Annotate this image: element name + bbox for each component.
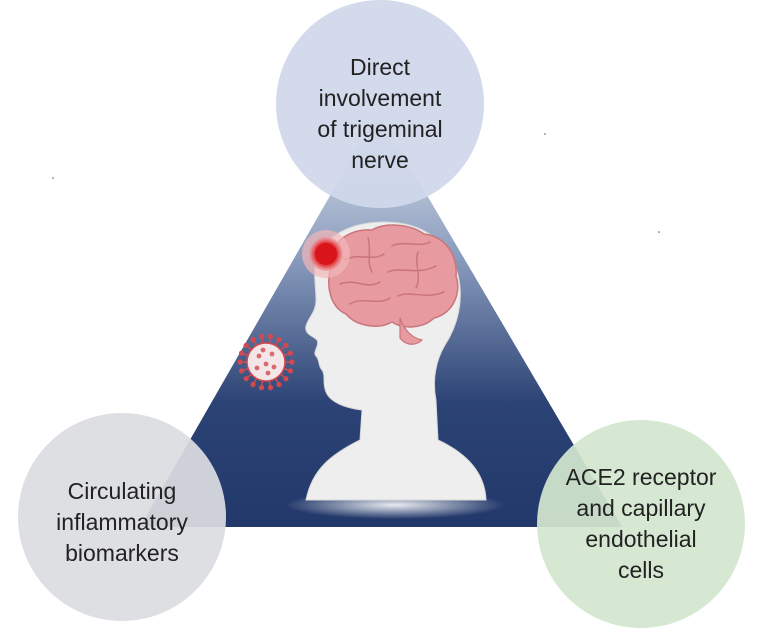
node-left-line-1: Circulating: [67, 478, 177, 504]
node-top-line-2: involvement: [318, 85, 442, 111]
pain-spot-icon: [302, 230, 350, 278]
node-left-line-3: biomarkers: [65, 540, 179, 566]
node-left-line-2: inflammatory: [56, 509, 188, 535]
node-right-line-1: ACE2 receptor: [565, 464, 717, 490]
node-circle-top: [276, 0, 484, 208]
node-label-right: ACE2 receptor and capillary endothelial …: [541, 462, 741, 586]
node-label-top: Direct involvement of trigeminal nerve: [280, 52, 480, 176]
node-label-left: Circulating inflammatory biomarkers: [22, 476, 222, 569]
brain-icon: [328, 224, 459, 345]
node-right-line-4: cells: [617, 557, 664, 583]
virus-icon: [237, 333, 295, 391]
node-right-line-2: and capillary: [576, 495, 706, 521]
node-top-line-1: Direct: [349, 54, 411, 80]
node-circle-left: [18, 413, 226, 621]
node-top-line-4: nerve: [351, 147, 409, 173]
node-circle-right: [537, 420, 745, 628]
node-right-line-3: endothelial: [585, 526, 697, 552]
node-top-line-3: of trigeminal: [317, 116, 443, 142]
